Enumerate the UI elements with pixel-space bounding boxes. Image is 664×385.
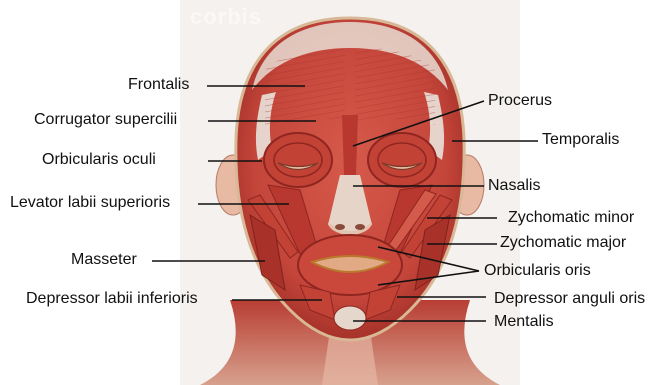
label-mentalis: Mentalis bbox=[494, 313, 554, 331]
label-zychomatic-minor: Zychomatic minor bbox=[508, 209, 634, 227]
label-nasalis: Nasalis bbox=[488, 177, 540, 195]
label-corrugator-supercilii: Corrugator supercilii bbox=[34, 111, 177, 129]
mentalis bbox=[334, 306, 366, 330]
label-depressor-anguli-oris: Depressor anguli oris bbox=[494, 290, 645, 308]
label-frontalis: Frontalis bbox=[128, 76, 189, 94]
label-procerus: Procerus bbox=[488, 92, 552, 110]
watermark: corbis bbox=[190, 4, 262, 30]
label-temporalis: Temporalis bbox=[542, 131, 619, 149]
label-orbicularis-oris: Orbicularis oris bbox=[484, 262, 591, 280]
label-levator-labii-superioris: Levator labii superioris bbox=[10, 194, 170, 212]
label-zychomatic-major: Zychomatic major bbox=[500, 234, 626, 252]
label-masseter: Masseter bbox=[71, 251, 137, 269]
label-depressor-labii-inferioris: Depressor labii inferioris bbox=[26, 290, 198, 308]
label-orbicularis-oculi: Orbicularis oculi bbox=[42, 151, 156, 169]
